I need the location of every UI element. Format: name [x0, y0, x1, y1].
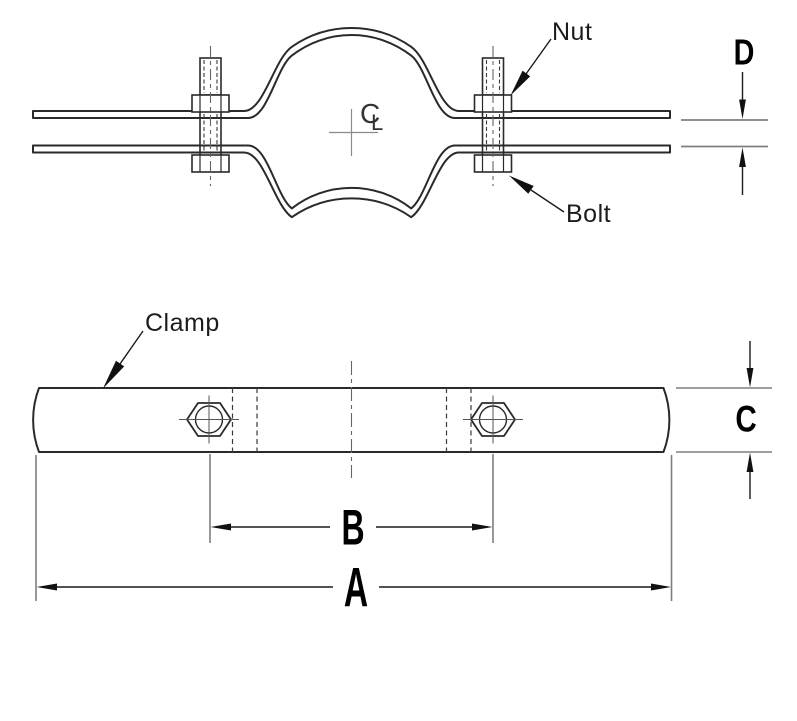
centerline-l: L — [371, 110, 383, 135]
d-dim-label: D — [734, 32, 755, 73]
dimension-d: D — [681, 32, 768, 195]
dimension-b: B — [209, 454, 494, 555]
upper-strap — [32, 27, 671, 119]
a-arrow-left — [36, 583, 57, 591]
clamp-label: Clamp — [145, 309, 220, 337]
bolt-leader-line — [530, 189, 565, 213]
hex-bolt-left — [179, 395, 239, 444]
dimension-c: C — [676, 341, 772, 499]
a-dim-label: A — [344, 555, 368, 618]
top-view: C L — [32, 18, 768, 228]
bolt-assembly-right — [473, 46, 513, 186]
nut-leader-line — [525, 38, 552, 75]
bolt-label: Bolt — [566, 200, 611, 228]
b-dim-label: B — [341, 499, 364, 555]
b-arrow-right — [472, 523, 493, 531]
front-view: Clamp B A — [32, 309, 772, 619]
d-arrow-up — [739, 147, 746, 167]
nut-callout: Nut — [510, 18, 592, 96]
nut-label: Nut — [552, 18, 592, 46]
lower-strap — [32, 144, 671, 219]
dimension-a: A — [35, 455, 673, 619]
clamp-leader-arrowhead — [103, 360, 125, 389]
a-arrow-right — [651, 583, 671, 591]
c-dim-label: C — [735, 400, 756, 441]
clamp-leader-line — [119, 330, 144, 365]
d-arrow-down — [739, 99, 746, 119]
centerline-c: C — [360, 98, 380, 129]
b-arrow-left — [210, 523, 231, 531]
bolt-assembly-left — [191, 46, 230, 186]
c-arrow-up — [746, 452, 754, 472]
clamp-callout: Clamp — [103, 309, 220, 389]
bolt-leader-arrowhead — [509, 175, 534, 194]
bolt-callout: Bolt — [509, 175, 611, 228]
c-arrow-down — [746, 368, 754, 388]
centerline-symbol: C L — [329, 98, 383, 156]
nut-leader-arrowhead — [510, 70, 531, 96]
hex-bolt-right — [463, 395, 523, 444]
